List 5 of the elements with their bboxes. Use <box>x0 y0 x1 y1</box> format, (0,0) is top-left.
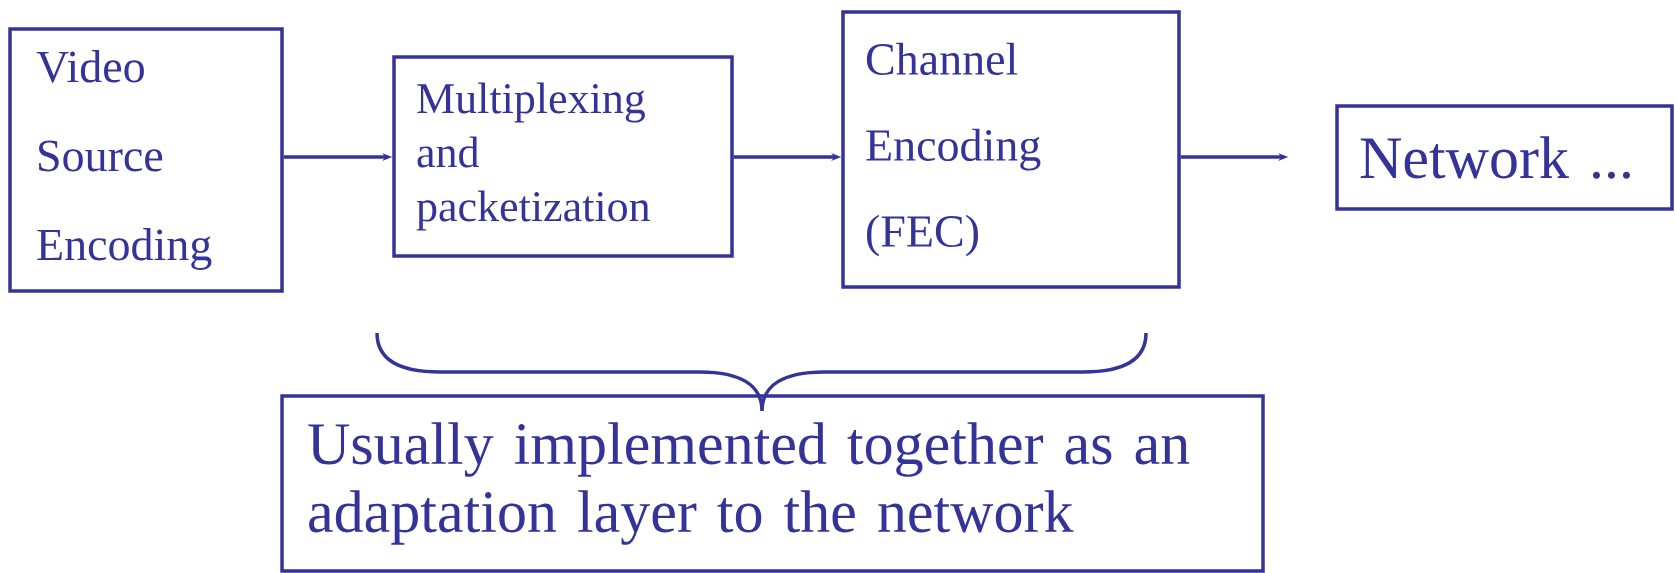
process-box: Video Source Encoding <box>8 27 284 293</box>
note-box: Usually implemented together as an adaptation layer to the network <box>280 394 1265 573</box>
process-box: Channel Encoding (FEC) <box>841 10 1181 289</box>
process-box: Multiplexing and packetization <box>392 55 734 258</box>
process-box: Network ... <box>1335 104 1674 211</box>
